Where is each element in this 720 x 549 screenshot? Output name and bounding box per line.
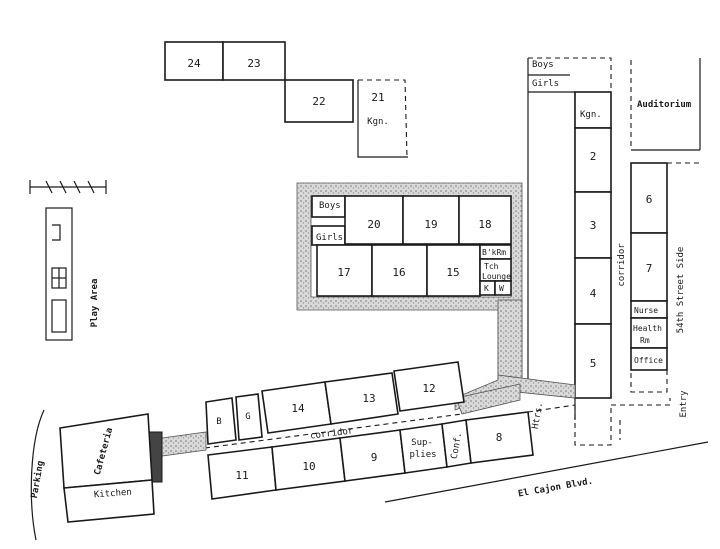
room-12-label: 12: [422, 382, 435, 395]
room-2: [574, 127, 612, 193]
supplies-room: [399, 423, 448, 474]
girls-court-label: Girls: [316, 233, 343, 243]
girls-east-label: Girls: [532, 79, 559, 89]
room-17: [316, 244, 373, 297]
health-label-1: Health: [633, 324, 662, 333]
room-18-label: 18: [478, 218, 491, 231]
room-12: [393, 361, 465, 412]
east-wing-top-dashed: [528, 57, 612, 90]
room-20-label: 20: [367, 218, 380, 231]
room-2-label: 2: [590, 150, 597, 163]
room-6-label: 6: [646, 193, 653, 206]
room-17-label: 17: [337, 266, 350, 279]
room-16: [371, 244, 428, 297]
boys-east-label: Boys: [532, 60, 554, 70]
entry-vestibule: [630, 369, 668, 393]
health-label-2: Rm: [640, 336, 650, 345]
cafeteria-building: Cafeteria Kitchen Parking: [29, 409, 155, 541]
room-21: [357, 80, 408, 158]
room-13-label: 13: [362, 392, 375, 405]
el-cajon-blvd-line: [384, 441, 709, 503]
g-label: G: [245, 412, 250, 422]
supplies-label-1: Sup-: [411, 438, 433, 448]
play-area: Play Area: [29, 180, 107, 341]
room-7-label: 7: [646, 262, 653, 275]
room-5-label: 5: [590, 357, 597, 370]
room-7: [630, 232, 668, 302]
auditorium-label: Auditorium: [637, 99, 692, 110]
kgn-east: [574, 91, 612, 129]
room-19-label: 19: [424, 218, 437, 231]
office-label: Office: [634, 356, 663, 365]
kitchen: [63, 479, 155, 523]
room-16-label: 16: [392, 266, 405, 279]
el-cajon-blvd-label: El Cajon Blvd.: [517, 476, 594, 500]
room-15: [426, 244, 481, 297]
health-room: [630, 317, 668, 349]
room-8-label: 8: [496, 431, 503, 444]
play-area-label: Play Area: [90, 279, 100, 328]
room-14-label: 14: [291, 402, 305, 415]
kitchen-label: Kitchen: [94, 488, 133, 501]
room-23-label: 23: [247, 57, 260, 70]
street-side-label: 54th Street Side: [676, 247, 686, 334]
room-4-label: 4: [590, 287, 597, 300]
room-3-label: 3: [590, 219, 597, 232]
girls-south: [235, 393, 263, 441]
east-classrooms-west-wall: [528, 91, 576, 420]
room-23: [222, 41, 286, 81]
room-11-label: 11: [235, 469, 248, 482]
room-22: [284, 79, 354, 123]
room-18: [458, 195, 512, 245]
room-10-label: 10: [302, 460, 315, 473]
boys-south: [205, 397, 237, 445]
room-22-label: 22: [312, 95, 325, 108]
lounge-label: Lounge: [482, 272, 511, 281]
nurse-label: Nurse: [634, 306, 658, 315]
w-label: W: [499, 284, 504, 293]
heaters-label: Htrs.: [531, 401, 546, 429]
kgn-north-label: Kgn.: [367, 117, 389, 127]
room-5: [574, 323, 612, 399]
boys-court-label: Boys: [319, 201, 341, 211]
corridor-east-label: corridor: [617, 243, 627, 287]
room-24: [164, 41, 224, 81]
room-13: [324, 372, 399, 425]
east-wing-west-wall: [527, 58, 575, 391]
east-south-stub: [574, 405, 612, 446]
covered-walkway-west: [161, 431, 207, 457]
room-9-label: 9: [371, 451, 378, 464]
lounge-w: [494, 280, 512, 296]
conf-label: Conf.: [450, 431, 465, 459]
room-8: [465, 411, 534, 464]
room-24-label: 24: [187, 57, 201, 70]
corridor-south-line: [204, 413, 463, 449]
north-wing: 24 23 22 21 Kgn.: [164, 41, 408, 158]
room-15-label: 15: [446, 266, 459, 279]
room-3: [574, 191, 612, 259]
courtyard-block: Boys Girls 20 19 18 17 16 15 B'kRm Tch L…: [296, 182, 523, 389]
bookroom-label: B'kRm: [482, 248, 506, 257]
k-label: K: [484, 284, 489, 293]
kgn-east-label: Kgn.: [580, 110, 602, 120]
room-21-label: 21: [371, 91, 384, 104]
b-label: B: [216, 417, 221, 427]
supplies-label-2: plies: [409, 450, 436, 460]
entry-label: Entry: [679, 390, 689, 418]
play-equipment-outline: [45, 207, 73, 341]
parking-curb: [30, 409, 45, 541]
room-21-dashed-wall: [358, 79, 408, 158]
east-wing: Boys Girls Kgn. 2 3 4 5 corridor Auditor…: [527, 57, 701, 446]
south-wing: B G 14 13 12 corridor 11 10 9 Sup- plies…: [204, 361, 576, 500]
tch-label: Tch: [484, 262, 499, 271]
